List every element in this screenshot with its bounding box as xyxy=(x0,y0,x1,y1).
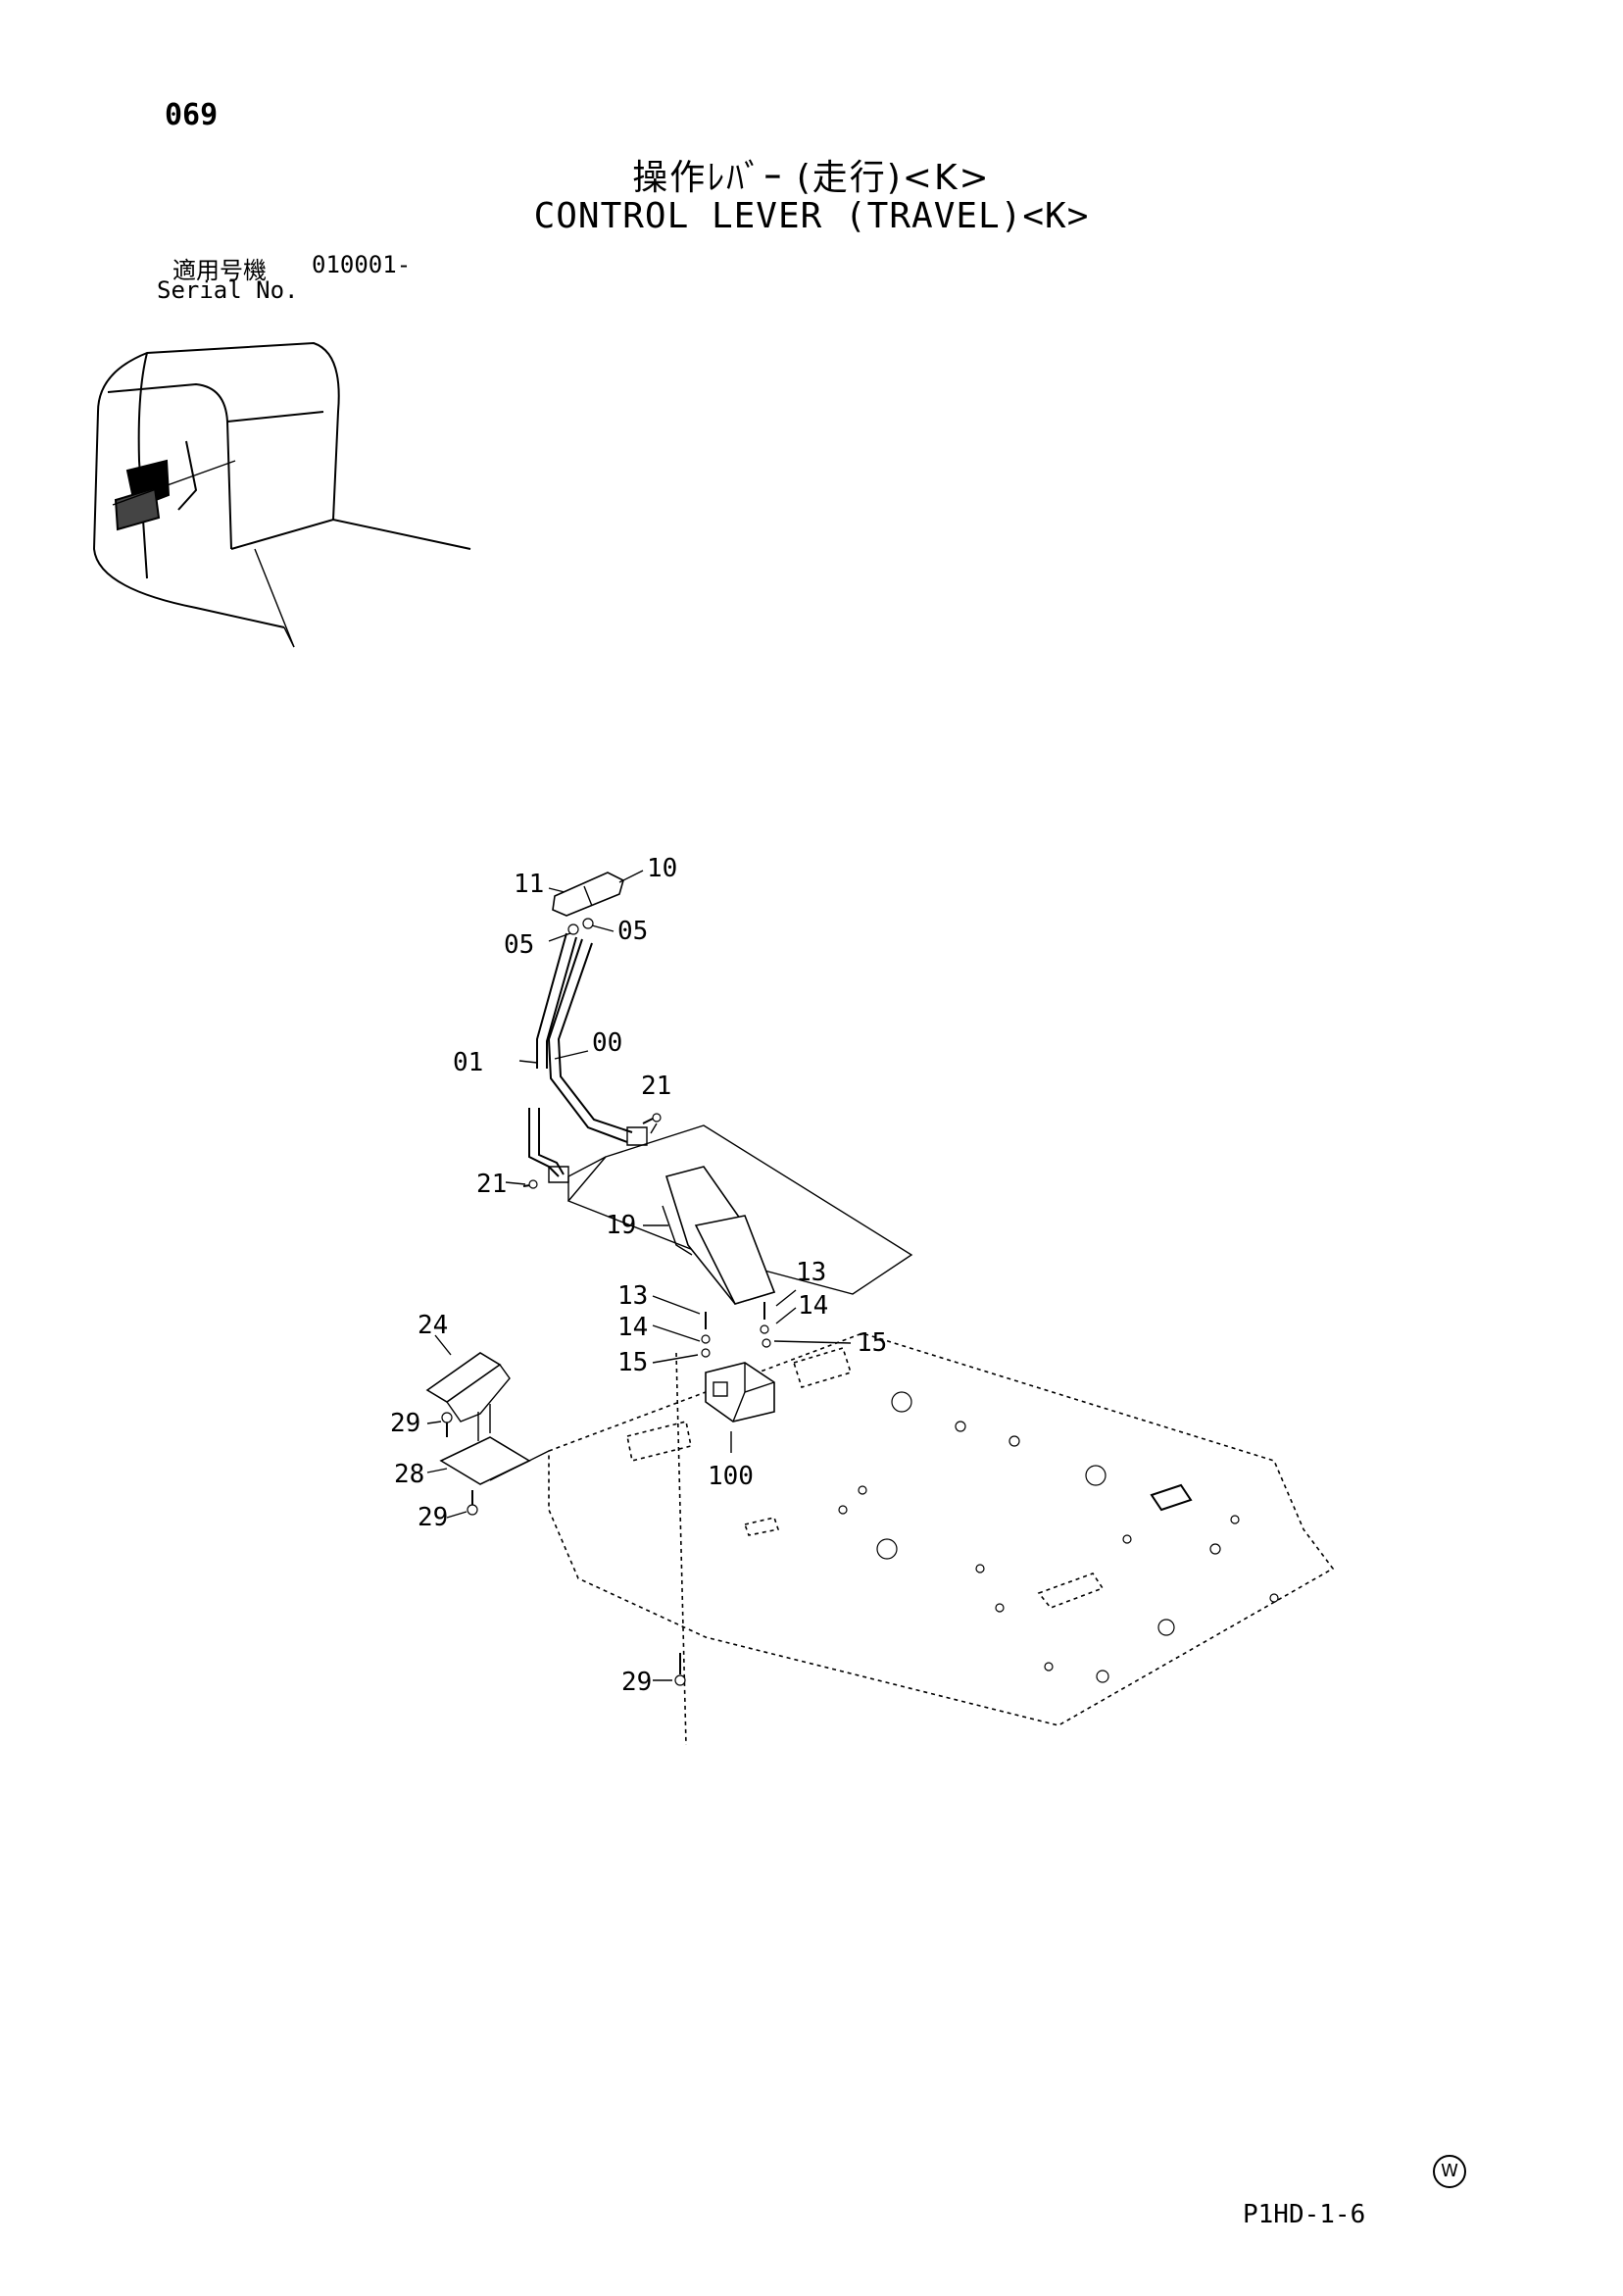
serial-number-value: 010001- xyxy=(312,251,412,278)
title-japanese: 操作ﾚﾊﾞｰ (走行)<K> xyxy=(632,158,991,198)
part-labels: 11 10 05 05 01 00 21 21 19 13 13 14 14 1… xyxy=(390,854,887,1697)
part-label: 01 xyxy=(453,1048,483,1077)
part-label: 29 xyxy=(418,1503,448,1532)
part-label: 100 xyxy=(708,1462,754,1491)
serial-label-japanese: 適用号機 xyxy=(172,257,267,284)
part-label: 05 xyxy=(617,917,648,946)
part-label: 11 xyxy=(514,870,544,899)
part-label: 10 xyxy=(647,854,677,883)
lever-rods xyxy=(528,932,648,1183)
part-label: 15 xyxy=(857,1328,887,1358)
part-label: 21 xyxy=(476,1170,507,1199)
part-label: 19 xyxy=(606,1211,636,1240)
serial-label-english: Serial No. xyxy=(157,276,299,304)
part-label: 29 xyxy=(621,1668,652,1697)
part-label: 29 xyxy=(390,1409,420,1438)
publisher-mark: W xyxy=(1433,2155,1466,2188)
diagram-code: P1HD-1-6 xyxy=(1243,2200,1366,2229)
title-english: CONTROL LEVER (TRAVEL)<K> xyxy=(533,196,1090,236)
part-label: 14 xyxy=(798,1291,828,1321)
part-label: 05 xyxy=(504,930,534,960)
cab-thumbnail xyxy=(92,341,471,648)
part-label: 15 xyxy=(617,1348,648,1377)
part-label: 13 xyxy=(796,1258,826,1287)
pedal-19 xyxy=(566,1124,913,1305)
lever-grip xyxy=(552,872,624,935)
floor-plate xyxy=(548,1332,1335,1726)
bolts xyxy=(441,1113,771,1686)
leader-lines xyxy=(426,870,852,1681)
part-label: 21 xyxy=(641,1072,671,1101)
part-label: 28 xyxy=(394,1460,424,1489)
part-label: 14 xyxy=(617,1313,648,1342)
pedal-24-assembly xyxy=(425,1352,550,1485)
page-number: 069 xyxy=(165,98,219,132)
part-label: 13 xyxy=(617,1281,648,1311)
part-label: 24 xyxy=(418,1311,448,1340)
pilot-valve-100 xyxy=(675,1352,775,1746)
part-label: 00 xyxy=(592,1028,622,1058)
